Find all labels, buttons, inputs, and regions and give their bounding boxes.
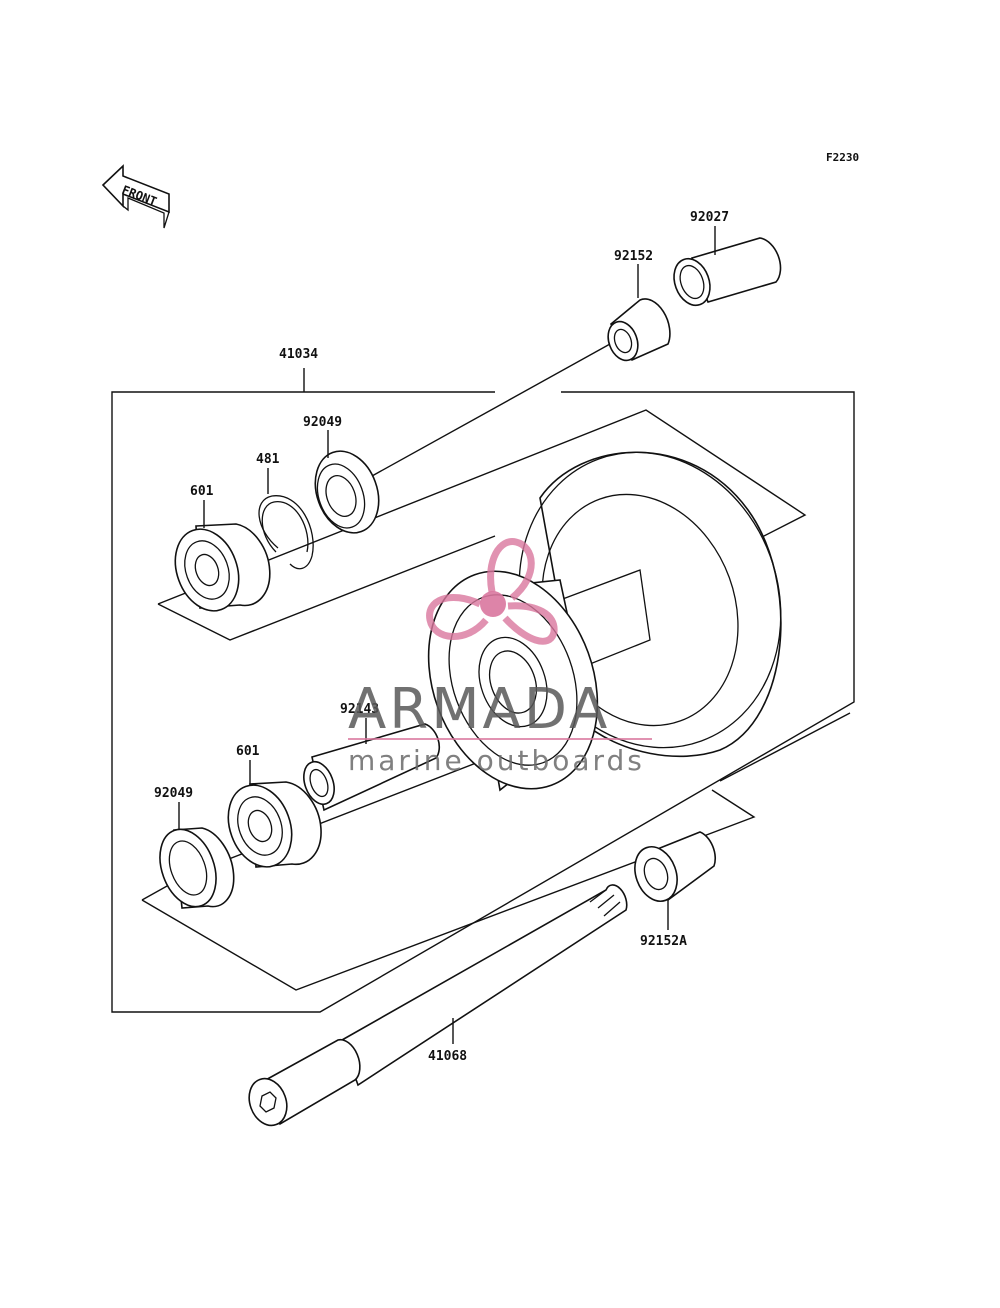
part-oil-seal-92049-top [314, 450, 380, 534]
diagram-code: F2230 [826, 151, 859, 164]
watermark-subtitle: marine outboards [348, 744, 645, 777]
label-601-top: 601 [190, 484, 214, 499]
propeller-hub-icon [480, 591, 506, 617]
part-ball-bearing-601-top [174, 523, 271, 612]
label-481: 481 [256, 452, 280, 467]
part-circlip-481 [258, 495, 314, 570]
label-92049-top: 92049 [303, 415, 342, 430]
assembly-frame [111, 368, 855, 1013]
part-spacer-tube-92143 [303, 723, 441, 812]
part-ball-bearing-601-bottom [227, 781, 322, 868]
label-92049-bottom: 92049 [154, 786, 193, 801]
propeller-logo-icon [426, 538, 558, 645]
bearing-group-plane-top [157, 409, 807, 641]
watermark-title: ARMADA [348, 677, 610, 742]
label-92152: 92152 [614, 249, 653, 264]
label-92027: 92027 [690, 210, 729, 225]
label-41034: 41034 [279, 347, 318, 362]
part-oil-seal-92049-bottom [159, 827, 235, 909]
part-axle-41068 [248, 884, 628, 1127]
front-arrow-icon: FRONT [101, 164, 170, 229]
label-601-bottom: 601 [236, 744, 260, 759]
axis-guide-top [371, 343, 611, 477]
label-92152A: 92152A [640, 934, 687, 949]
part-spacer-92152 [607, 298, 671, 362]
armada-watermark: ARMADA marine outboards [348, 538, 652, 777]
part-spacer-92152A [634, 831, 716, 902]
axis-guide-bottom [719, 712, 851, 782]
label-92143: 92143 [340, 702, 379, 717]
label-41068: 41068 [428, 1049, 467, 1064]
part-collar-92027 [673, 237, 782, 307]
